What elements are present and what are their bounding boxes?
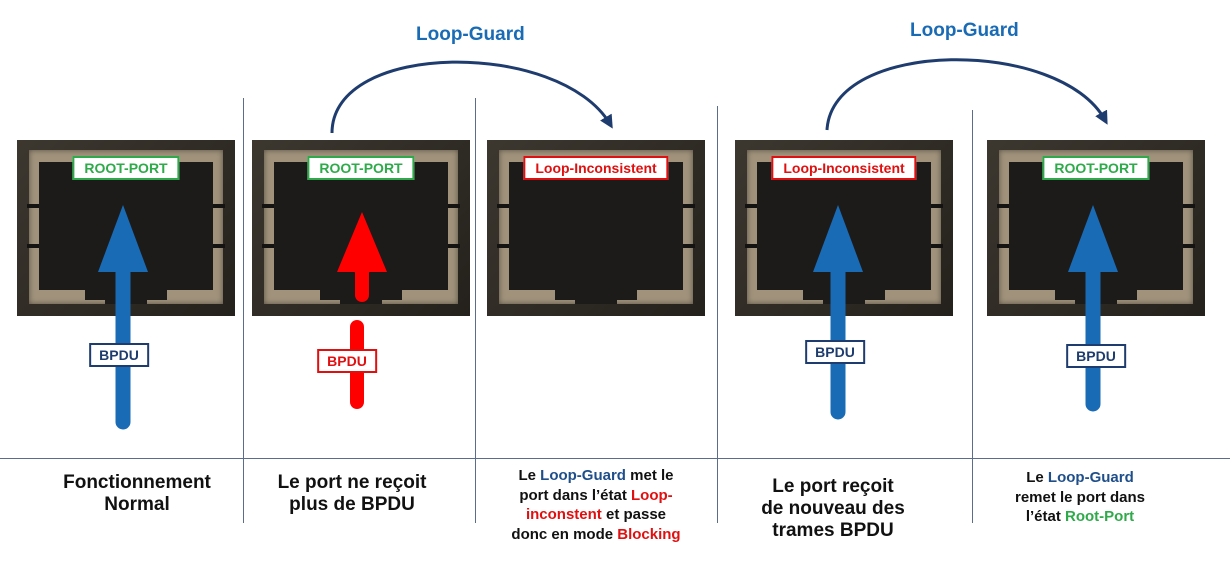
bpdu-arrow-icon-1	[98, 205, 148, 422]
loop-guard-curve-1	[332, 62, 610, 133]
red-arrow-icon	[337, 212, 387, 402]
bpdu-label-1: BPDU	[89, 343, 149, 367]
bpdu-arrow-icon-5	[1068, 205, 1118, 404]
bpdu-label-2: BPDU	[317, 349, 377, 373]
caption-step-4: Le port reçoit de nouveau des trames BPD…	[761, 476, 905, 543]
caption-step-2: Le port ne reçoit plus de BPDU	[278, 472, 427, 516]
bpdu-arrow-icon-4	[813, 205, 863, 412]
loop-guard-curve-2	[827, 60, 1105, 130]
caption-step-3: Le Loop-Guard met le port dans l’état Lo…	[511, 466, 680, 544]
bpdu-label-5: BPDU	[1066, 344, 1126, 368]
caption-step-1: Fonctionnement Normal	[63, 472, 211, 516]
caption-step-5: Le Loop-Guard remet le port dans l’état …	[1015, 468, 1145, 527]
bpdu-label-4: BPDU	[805, 340, 865, 364]
